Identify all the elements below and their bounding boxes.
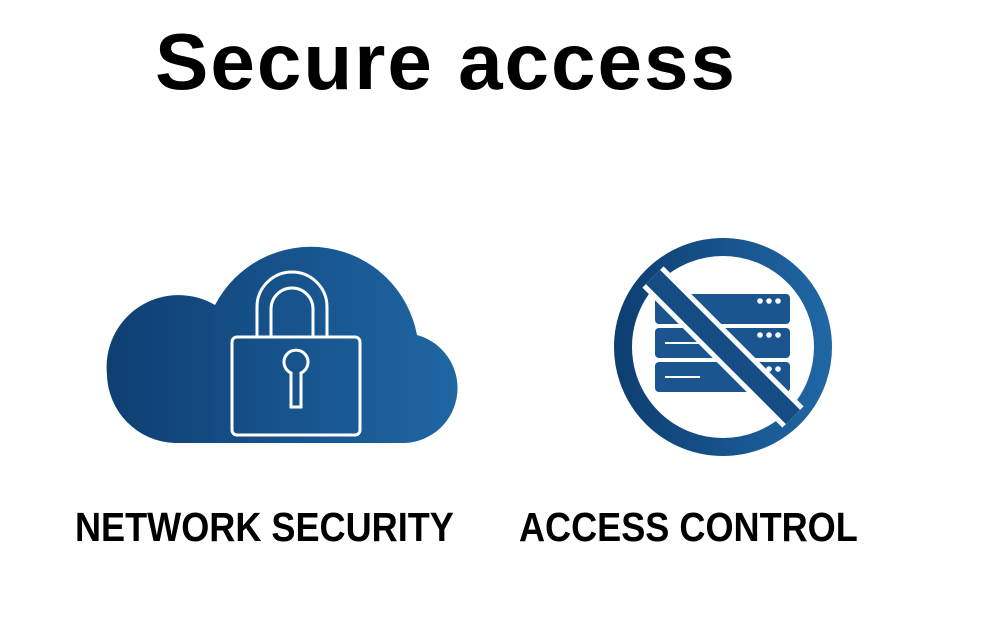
network-security-label: NETWORK SECURITY	[75, 504, 454, 550]
page-title: Secure access	[155, 17, 738, 106]
cloud-lock-icon	[105, 235, 475, 455]
no-server-icon	[608, 232, 838, 467]
access-control-label: ACCESS CONTROL	[519, 504, 858, 550]
